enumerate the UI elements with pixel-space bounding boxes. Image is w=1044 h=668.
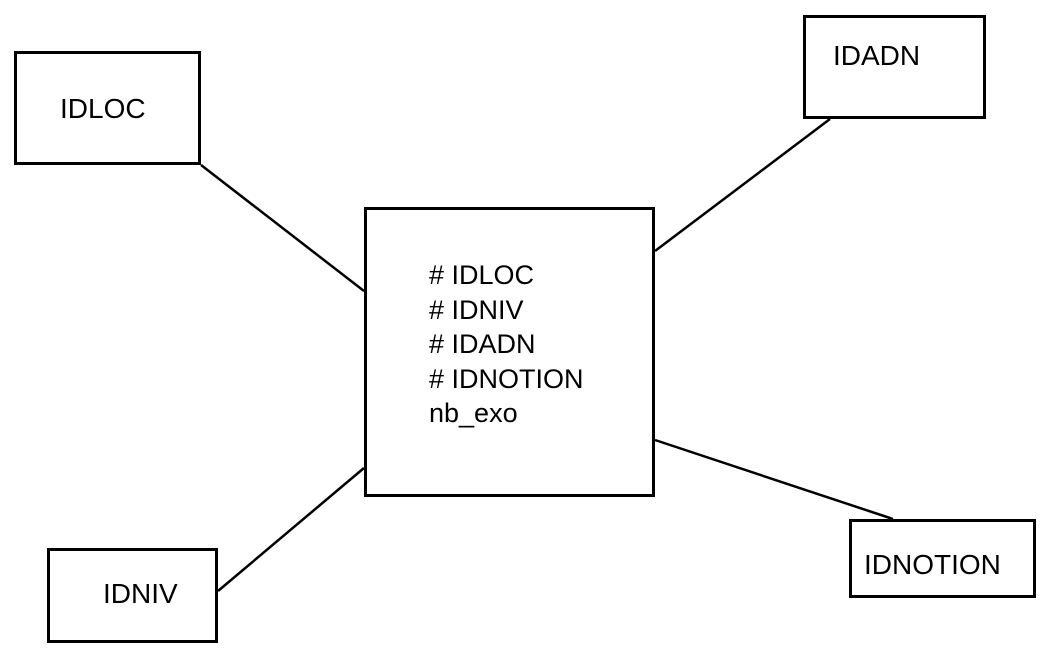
connector-idadn (654, 118, 831, 252)
entity-idniv-box: IDNIV (47, 548, 218, 643)
association-attribute: # IDADN (429, 329, 536, 359)
entity-idadn-box: IDADN (803, 15, 986, 119)
entity-idloc-label: IDLOC (60, 93, 146, 124)
association-attribute: # IDLOC (429, 260, 535, 290)
connector-idniv (217, 467, 365, 592)
connector-idloc (200, 164, 365, 292)
entity-idloc-box: IDLOC (14, 51, 201, 165)
connector-idnotion (654, 438, 894, 521)
association-attribute: # IDNIV (429, 294, 524, 325)
entity-idnotion-box: IDNOTION (849, 519, 1036, 598)
entity-idniv-label: IDNIV (103, 578, 178, 609)
entity-idadn-label: IDADN (833, 40, 921, 71)
entity-idnotion-label: IDNOTION (864, 549, 1001, 580)
association-attribute: nb_exo (429, 398, 518, 428)
association-box: # IDLOC # IDNIV # IDADN # IDNOTION nb_ex… (364, 207, 655, 497)
association-attribute-list: # IDLOC # IDNIV # IDADN # IDNOTION nb_ex… (429, 258, 584, 431)
association-attribute: # IDNOTION (429, 363, 584, 394)
